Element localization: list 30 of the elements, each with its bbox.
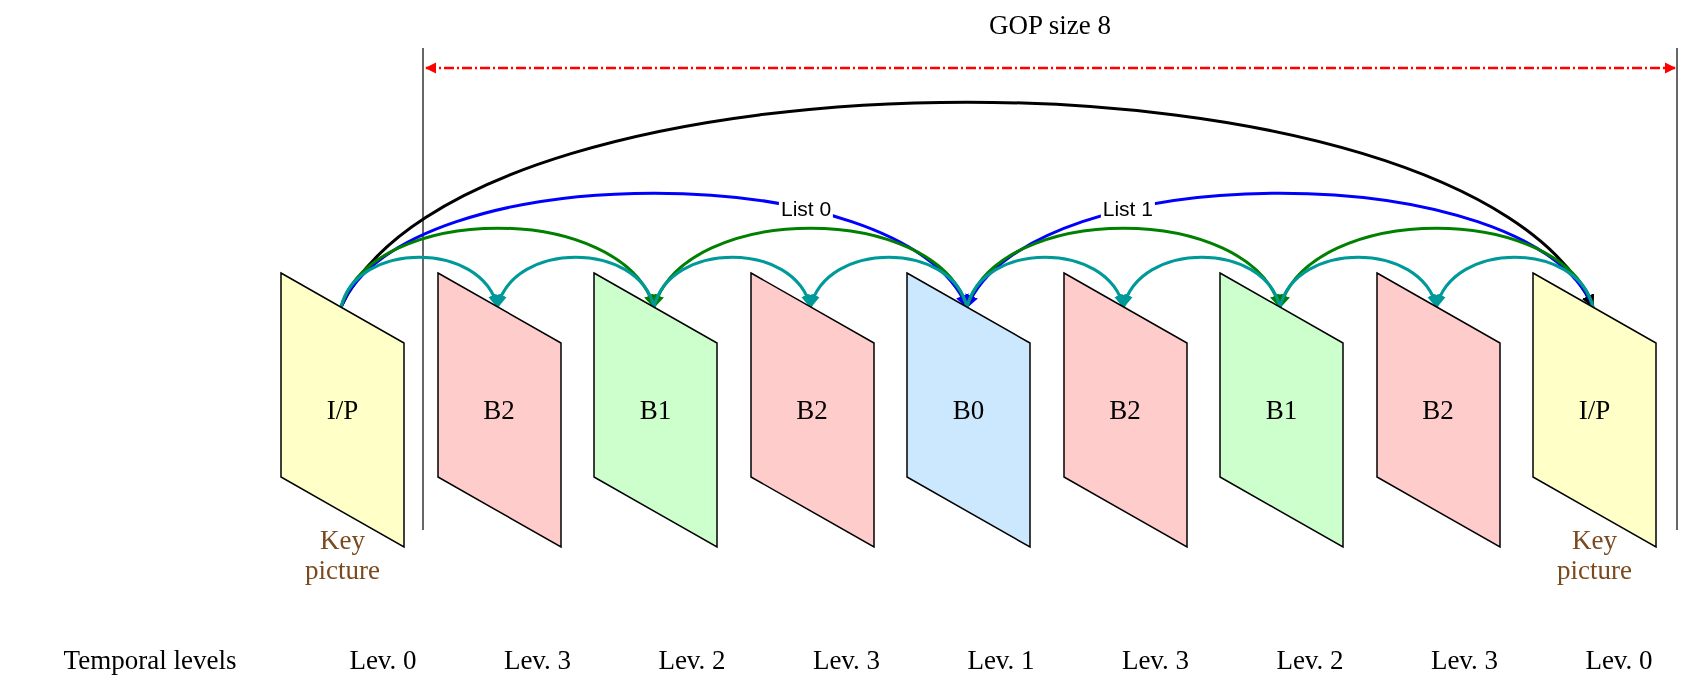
arrow [652, 255, 813, 309]
frame-label: B2 [1109, 394, 1141, 426]
dimension-label: GOP size 8 [989, 10, 1111, 41]
arrow [808, 255, 969, 309]
arrow [1278, 255, 1439, 309]
frame-caption: Key picture [304, 525, 381, 585]
frame-label: B2 [1422, 394, 1454, 426]
level-label: Lev. 3 [812, 645, 881, 676]
arrow [495, 255, 656, 309]
arrow [965, 255, 1126, 309]
frame-caption: Key picture [1556, 525, 1633, 585]
frame-label: B1 [639, 394, 672, 426]
frame-label: I/P [1578, 394, 1611, 426]
level-label: Lev. 0 [1585, 645, 1653, 676]
level-label: Lev. 3 [503, 645, 572, 676]
frame-label: B2 [483, 394, 515, 426]
level-label: Lev. 2 [658, 645, 726, 676]
row-heading: Temporal levels [63, 645, 237, 676]
level-label: Lev. 3 [1430, 645, 1499, 676]
frame-label: B0 [952, 394, 985, 426]
frame-label: B2 [796, 394, 828, 426]
level-label: Lev. 2 [1276, 645, 1344, 676]
level-label: Lev. 3 [1121, 645, 1190, 676]
frame-label: B1 [1265, 394, 1298, 426]
arrow [339, 255, 500, 309]
level-label: Lev. 0 [349, 645, 417, 676]
arrow [1121, 255, 1282, 309]
level-label: Lev. 1 [967, 645, 1035, 676]
arrow [1434, 255, 1595, 309]
frame-label: I/P [326, 394, 359, 426]
